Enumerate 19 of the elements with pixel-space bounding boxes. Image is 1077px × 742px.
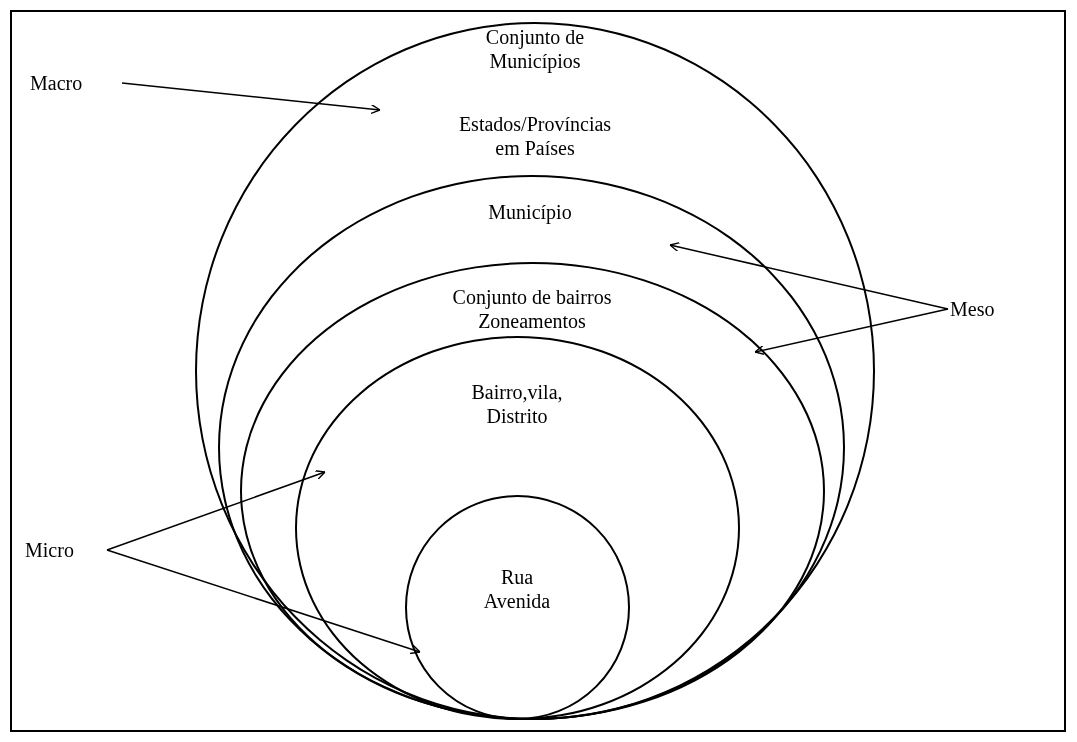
scale-label: Estados/Províncias em Países — [457, 112, 613, 160]
scale-ellipse — [195, 22, 875, 720]
scale-ellipse — [218, 175, 845, 720]
arrow — [669, 241, 949, 310]
level-label: Macro — [30, 70, 120, 96]
arrow — [121, 82, 381, 115]
level-label: Meso — [950, 296, 1020, 322]
arrow — [754, 308, 949, 356]
scale-ellipse — [405, 495, 630, 720]
scale-label: Rua Avenida — [482, 565, 552, 613]
arrow — [106, 470, 326, 551]
level-label: Micro — [25, 537, 105, 563]
arrow — [106, 549, 421, 655]
scale-ellipse — [295, 336, 740, 720]
scale-label: Município — [487, 200, 573, 224]
scale-label: Bairro,vila, Distrito — [470, 380, 564, 428]
scale-label: Conjunto de bairros Zoneamentos — [451, 285, 613, 333]
scale-label: Conjunto de Municípios — [484, 25, 586, 73]
scale-ellipse — [240, 262, 825, 720]
